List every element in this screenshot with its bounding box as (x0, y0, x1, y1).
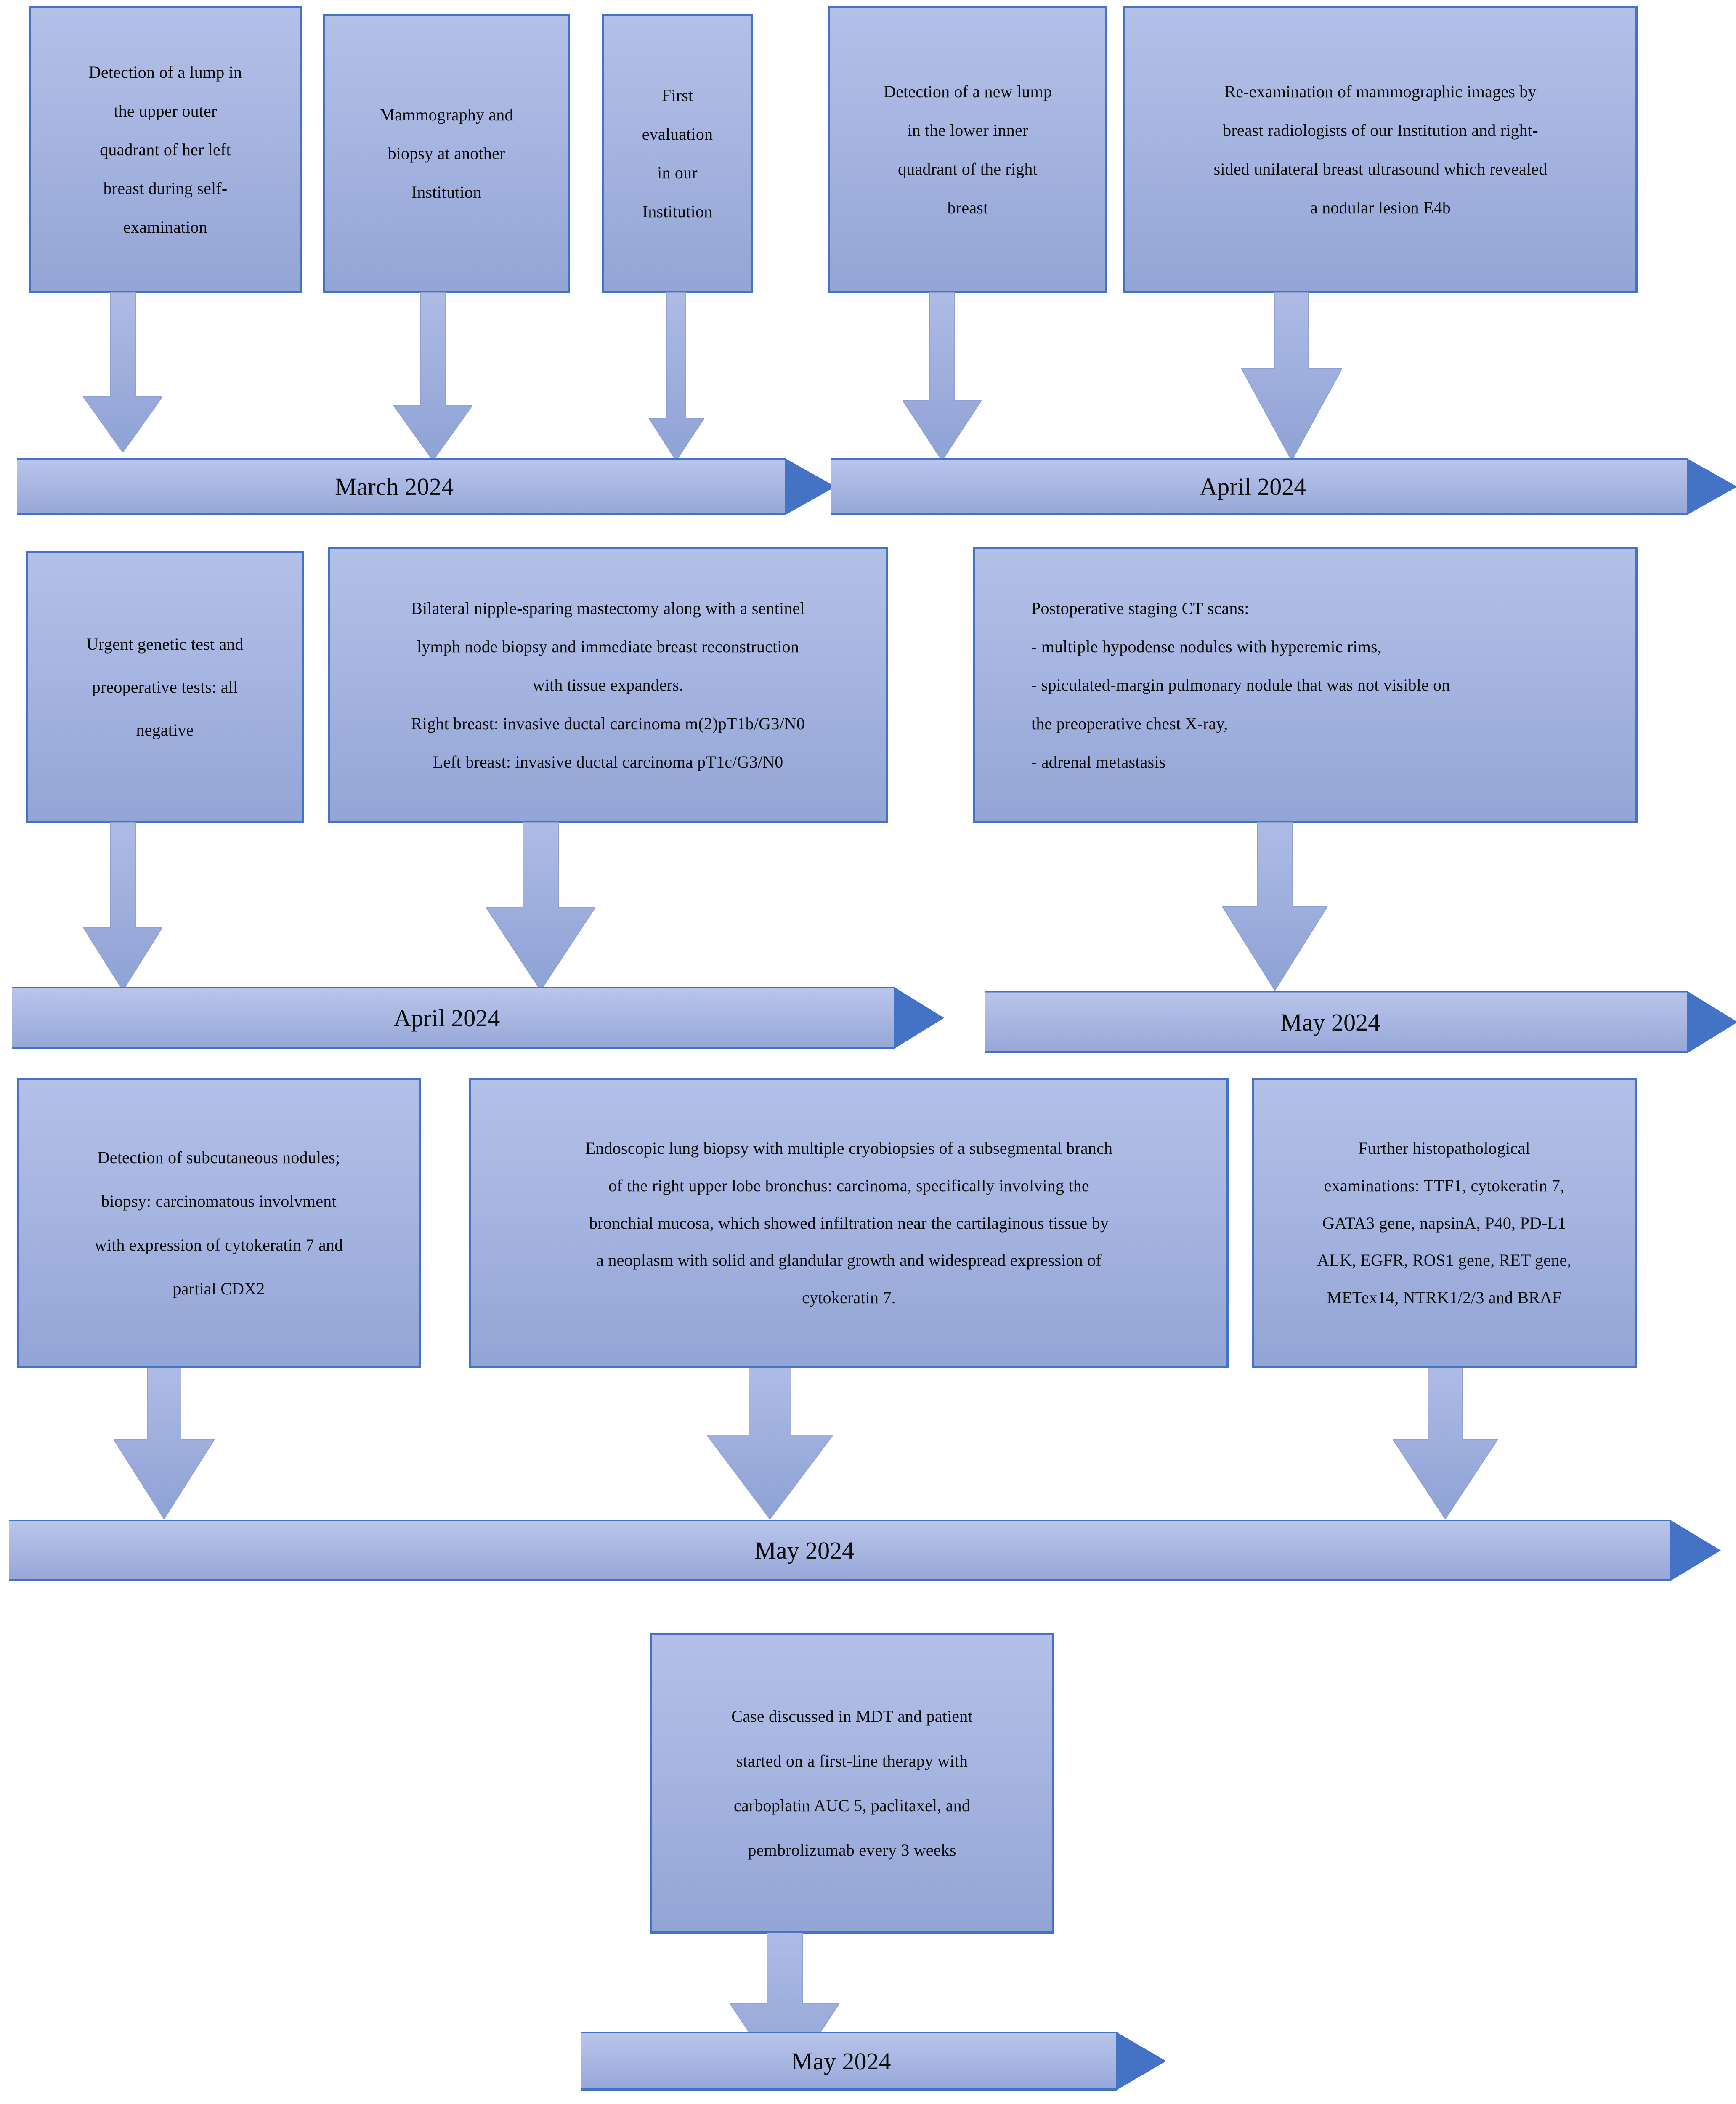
down-arrow-icon (1222, 822, 1327, 991)
down-arrow-icon (393, 292, 472, 461)
chevron-tip (1687, 458, 1736, 515)
banner-label: March 2024 (335, 473, 454, 500)
event-box-text: Endoscopic lung biopsy with multiple cry… (585, 1139, 1113, 1307)
event-box-bilateral-mastectomy: Bilateral nipple-sparing mastectomy alon… (328, 547, 888, 823)
banner-april-2024-b: April 2024 (12, 987, 944, 1049)
event-box-endoscopic-lung-biopsy: Endoscopic lung biopsy with multiple cry… (469, 1078, 1229, 1368)
down-arrow-icon (114, 1368, 215, 1519)
down-arrow-icon (83, 292, 162, 452)
chevron-tip (785, 458, 836, 515)
banner-april-2024-a: April 2024 (831, 458, 1736, 515)
banner-label: April 2024 (1200, 473, 1306, 500)
chevron-tip (1116, 2032, 1166, 2091)
down-arrow-3 (649, 292, 704, 461)
chevron-tip (1687, 991, 1736, 1053)
banner-label: May 2024 (791, 2047, 891, 2075)
down-arrow-9 (114, 1368, 215, 1519)
down-arrow-5 (1241, 292, 1342, 461)
event-box-subcutaneous-nodules: Detection of subcutaneous nodules;biopsy… (17, 1078, 421, 1368)
down-arrow-icon (707, 1368, 833, 1519)
chevron-tip (1670, 1520, 1721, 1581)
event-box-postoperative-ct-scans: Postoperative staging CT scans:- multipl… (973, 547, 1638, 823)
event-box-text: Re-examination of mammographic images by… (1213, 82, 1548, 217)
down-arrow-icon (649, 292, 704, 461)
banner-march-2024: March 2024 (17, 458, 836, 515)
banner-may-2024-a: May 2024 (985, 991, 1736, 1053)
event-box-re-examination-mammographic: Re-examination of mammographic images by… (1123, 6, 1638, 293)
down-arrow-2 (393, 292, 472, 461)
banner-label: April 2024 (393, 1004, 500, 1032)
down-arrow-10 (707, 1368, 833, 1519)
down-arrow-icon (1393, 1368, 1498, 1519)
event-box-text: Bilateral nipple-sparing mastectomy alon… (411, 599, 805, 771)
banner-label: May 2024 (754, 1537, 855, 1564)
down-arrow-7 (486, 822, 595, 991)
event-box-text: Detection of subcutaneous nodules;biopsy… (94, 1148, 343, 1298)
event-box-text: Postoperative staging CT scans:- multipl… (1031, 599, 1450, 771)
down-arrow-6 (83, 822, 162, 991)
banner-may-2024-b: May 2024 (9, 1520, 1721, 1581)
down-arrow-11 (1393, 1368, 1498, 1519)
down-arrow-icon (486, 822, 595, 991)
down-arrow-1 (83, 292, 162, 452)
chevron-tip (894, 987, 944, 1049)
banner-label: May 2024 (1280, 1008, 1380, 1036)
down-arrow-icon (83, 822, 162, 991)
down-arrow-icon (903, 292, 982, 461)
banner-may-2024-c: May 2024 (581, 2032, 1166, 2091)
down-arrow-icon (1241, 292, 1342, 461)
down-arrow-4 (903, 292, 982, 461)
down-arrow-8 (1222, 822, 1327, 991)
